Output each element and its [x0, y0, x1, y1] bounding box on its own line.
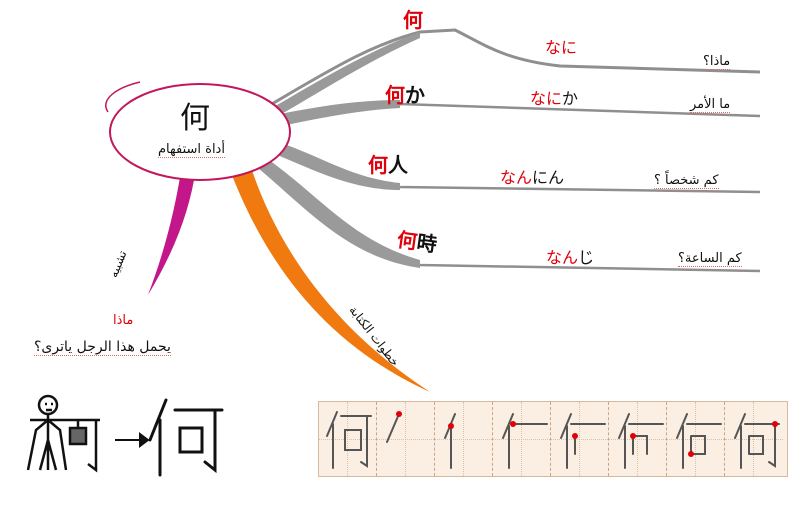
center-node — [109, 83, 291, 181]
branch-1-kanji: 何 — [403, 8, 423, 32]
arrow-icon — [115, 432, 150, 448]
stroke-order-grid — [318, 401, 788, 477]
branch-4-meaning: كم الساعة؟ — [678, 251, 742, 267]
branch-4-word: 何時 — [395, 227, 439, 257]
branch-2-kanji: 何 — [385, 83, 405, 107]
branch-3-meaning: كم شخصاً ؟ — [654, 173, 719, 189]
stroke-cell-8 — [725, 402, 783, 476]
branch-thick-3 — [270, 140, 400, 190]
stroke-cell-3 — [435, 402, 493, 476]
mnemonic-question: يحمل هذا الرجل ياترى؟ — [34, 339, 171, 356]
branch-thick-4 — [258, 155, 420, 268]
center-kanji: 何 — [180, 101, 210, 136]
branch-1-reading: なに — [545, 38, 578, 57]
branch-thick-2 — [280, 100, 400, 126]
stroke-cell-1 — [319, 402, 377, 476]
branch-thick-1 — [272, 32, 420, 115]
branch-4-reading: なんじ — [546, 248, 595, 267]
stroke-cell-4 — [493, 402, 551, 476]
center-node-swirl — [105, 81, 141, 113]
stroke-cell-6 — [609, 402, 667, 476]
mnemonic-title: ماذا — [113, 313, 134, 328]
stroke-order-strokes — [326, 411, 780, 469]
branch-3-kanji: 何 — [368, 153, 388, 177]
man-illustration — [26, 394, 100, 473]
branch-1-word: 何 — [403, 10, 423, 30]
stroke-cell-5 — [551, 402, 609, 476]
mnemonic-branch — [148, 165, 196, 295]
branch-2-reading: なにか — [530, 89, 579, 108]
branch-2-meaning: ما الأمر — [690, 97, 731, 113]
branch-3-reading: なんにん — [500, 168, 565, 187]
stroke-cell-7 — [667, 402, 725, 476]
stroke-cell-2 — [377, 402, 435, 476]
branch-1-meaning: ماذا؟ — [703, 54, 731, 70]
branch-2-word: 何か — [385, 83, 425, 107]
stroke-order-branch — [228, 158, 430, 392]
branch-3-word: 何人 — [368, 153, 408, 177]
center-subtitle: أداة استفهام — [158, 142, 225, 158]
kanji-result-handwritten — [148, 398, 224, 477]
